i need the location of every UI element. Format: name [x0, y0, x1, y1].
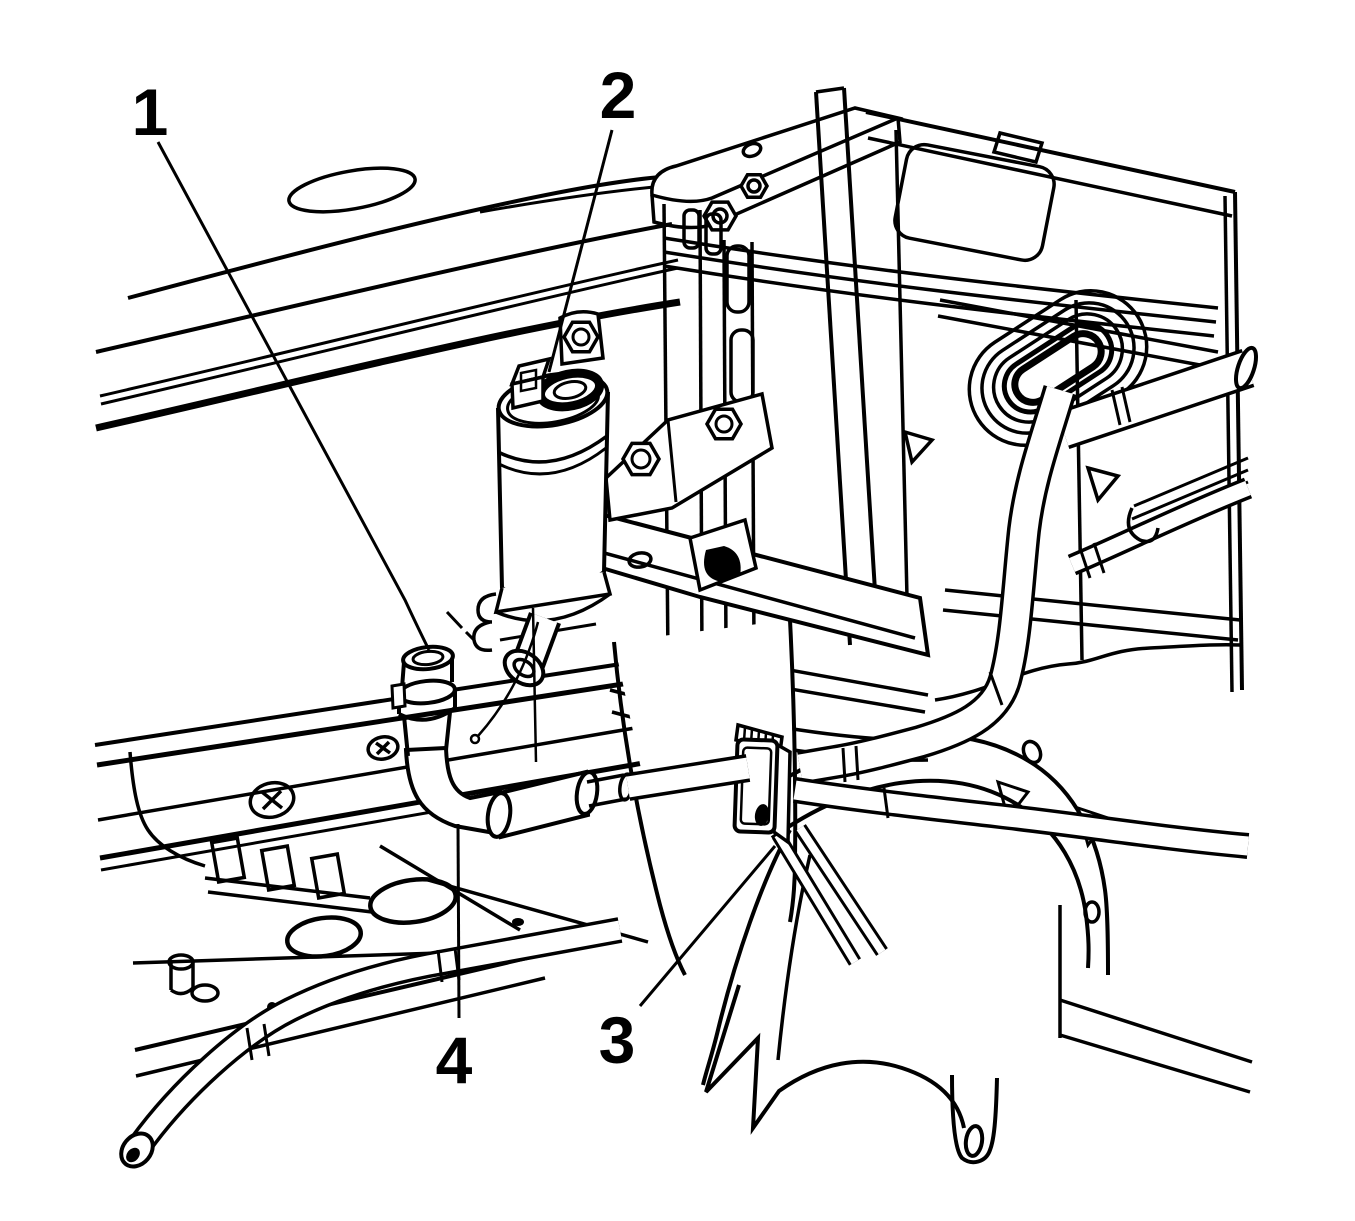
cowl-rail-lines: [95, 166, 681, 432]
j-clip: [1126, 507, 1160, 544]
hose-tube: [628, 768, 748, 787]
serrated-bracket: [204, 836, 373, 914]
pump-connector: [509, 356, 552, 411]
arm-hole-dark: [704, 546, 741, 582]
panel-slot: [991, 130, 1045, 165]
push-clips: [902, 429, 1122, 504]
pump-assembly: [445, 310, 774, 763]
callout-label-3: 3: [599, 1003, 636, 1077]
hose-fitting: [390, 644, 457, 757]
leader-line-2: [547, 129, 614, 373]
panel-grommet: [967, 289, 1149, 447]
callout-label-4: 4: [436, 1023, 473, 1097]
panel-cutout: [893, 142, 1056, 263]
leader-line-4: [456, 823, 461, 1019]
frame-rail: [94, 656, 673, 1078]
callout-leaders: [156, 129, 777, 1019]
push-clip: [995, 779, 1031, 822]
callout-label-2: 2: [600, 58, 637, 132]
clamp-bolts: [620, 407, 744, 477]
clip-hole: [754, 804, 770, 826]
tab-hole: [963, 1124, 985, 1158]
ringed-small-hose: [1072, 488, 1248, 579]
pump-mounting-arm: [563, 502, 931, 658]
large-hose-straight: [1063, 345, 1260, 430]
grommet-hose: [800, 390, 1060, 782]
bolt-hole: [741, 141, 763, 159]
lower-left-tube: [119, 930, 620, 1169]
rail-hole: [368, 877, 458, 925]
bracket-bolt: [561, 320, 601, 354]
hose-assembly: [390, 644, 748, 840]
callout-labels: 1 2 3 4: [132, 58, 637, 1097]
leader-line-1: [156, 141, 431, 651]
support-pedestal: [612, 619, 798, 976]
liner-hole: [1083, 900, 1101, 924]
hose-coupling: [485, 769, 634, 840]
hose-retainer-clip: [732, 722, 792, 846]
liner-hole: [1021, 739, 1043, 765]
callout-label-1: 1: [132, 75, 169, 149]
leader-line-3: [638, 845, 777, 1007]
lower-hose: [795, 788, 1248, 846]
arm-hole: [627, 551, 653, 569]
rail-hole: [285, 915, 363, 959]
